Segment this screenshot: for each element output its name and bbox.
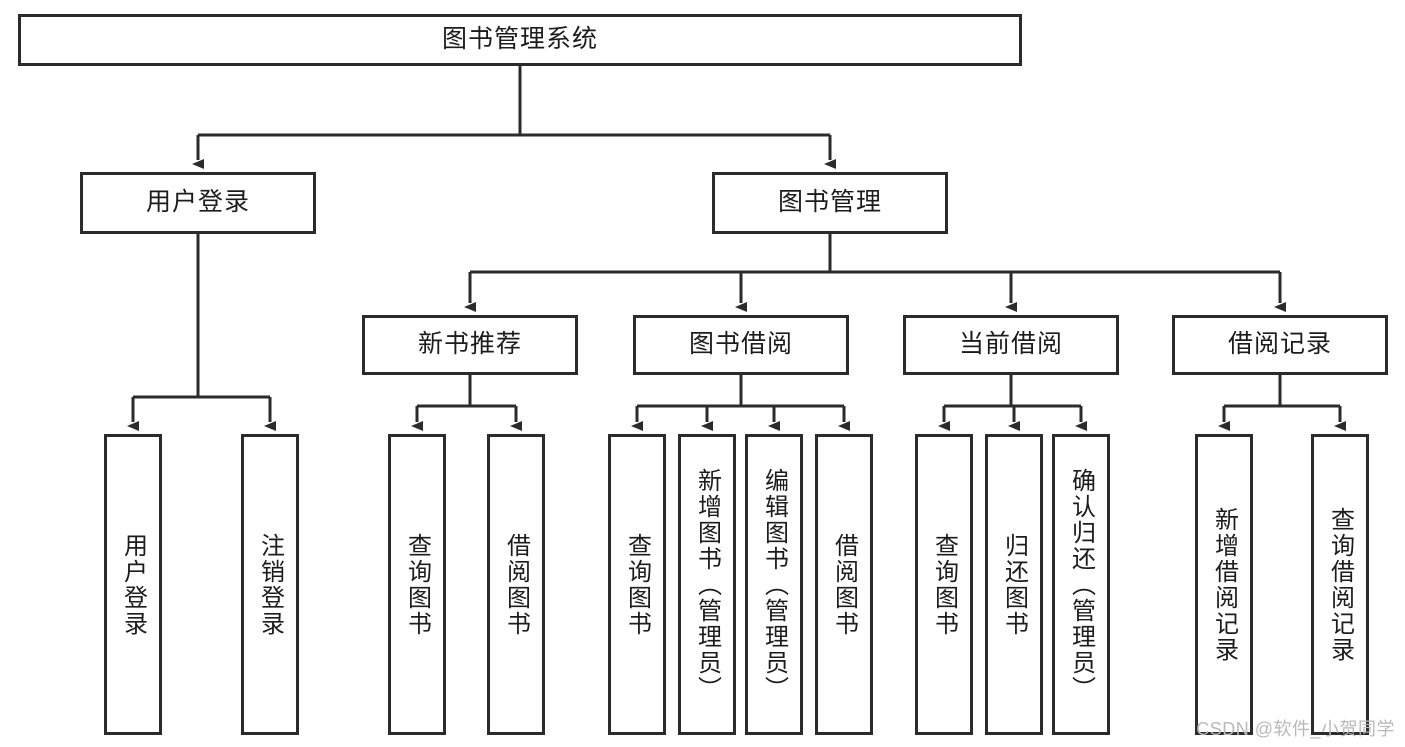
node-label: 借阅记录 [1227, 330, 1332, 359]
node-label: 图书管理 [777, 188, 882, 217]
level3-node-borrow-record: 借阅记录 [1172, 315, 1388, 375]
node-label: 用户登录 [119, 532, 147, 637]
node-label: 用户登录 [145, 188, 250, 217]
node-label: 归还图书 [1000, 532, 1028, 637]
leaf-node-leaf-add-book: 新增图书（管理员） [678, 434, 736, 735]
level2-node-book-manage: 图书管理 [712, 172, 948, 234]
leaf-node-leaf-query-record: 查询借阅记录 [1311, 434, 1369, 735]
node-label: 查询图书 [930, 532, 958, 637]
leaf-node-leaf-edit-book: 编辑图书（管理员） [745, 434, 803, 735]
leaf-node-leaf-confirm-return: 确认归还（管理员） [1052, 434, 1110, 735]
leaf-node-leaf-return-book: 归还图书 [985, 434, 1043, 735]
node-label: 查询借阅记录 [1326, 506, 1354, 663]
node-label: 新增借阅记录 [1210, 506, 1238, 663]
node-label: 注销登录 [256, 532, 284, 637]
leaf-node-leaf-query-book-rec: 查询图书 [388, 434, 446, 735]
node-label: 新增图书（管理员） [693, 467, 721, 702]
leaf-node-leaf-logout: 注销登录 [241, 434, 299, 735]
level3-node-new-book-recommend: 新书推荐 [362, 315, 578, 375]
level2-node-user-login: 用户登录 [80, 172, 316, 234]
leaf-node-leaf-query-book-cb: 查询图书 [915, 434, 973, 735]
node-label: 借阅图书 [502, 532, 530, 637]
node-label: 图书借阅 [688, 330, 793, 359]
node-label: 查询图书 [623, 532, 651, 637]
leaf-node-leaf-user-login: 用户登录 [104, 434, 162, 735]
node-label: 图书管理系统 [441, 25, 598, 54]
node-label: 查询图书 [403, 532, 431, 637]
node-label: 当前借阅 [958, 330, 1063, 359]
root-node-root: 图书管理系统 [18, 14, 1022, 66]
leaf-node-leaf-add-record: 新增借阅记录 [1195, 434, 1253, 735]
node-label: 借阅图书 [830, 532, 858, 637]
node-label: 确认归还（管理员） [1067, 467, 1095, 702]
csdn-watermark: CSDN @软件_小贺同学 [1196, 719, 1395, 739]
leaf-node-leaf-borrow-book-rec: 借阅图书 [487, 434, 545, 735]
leaf-node-leaf-query-book-bb: 查询图书 [608, 434, 666, 735]
level3-node-book-borrow: 图书借阅 [633, 315, 849, 375]
level3-node-current-borrow: 当前借阅 [903, 315, 1119, 375]
node-label: 新书推荐 [417, 330, 522, 359]
leaf-node-leaf-borrow-book-bb: 借阅图书 [815, 434, 873, 735]
node-label: 编辑图书（管理员） [760, 467, 788, 702]
